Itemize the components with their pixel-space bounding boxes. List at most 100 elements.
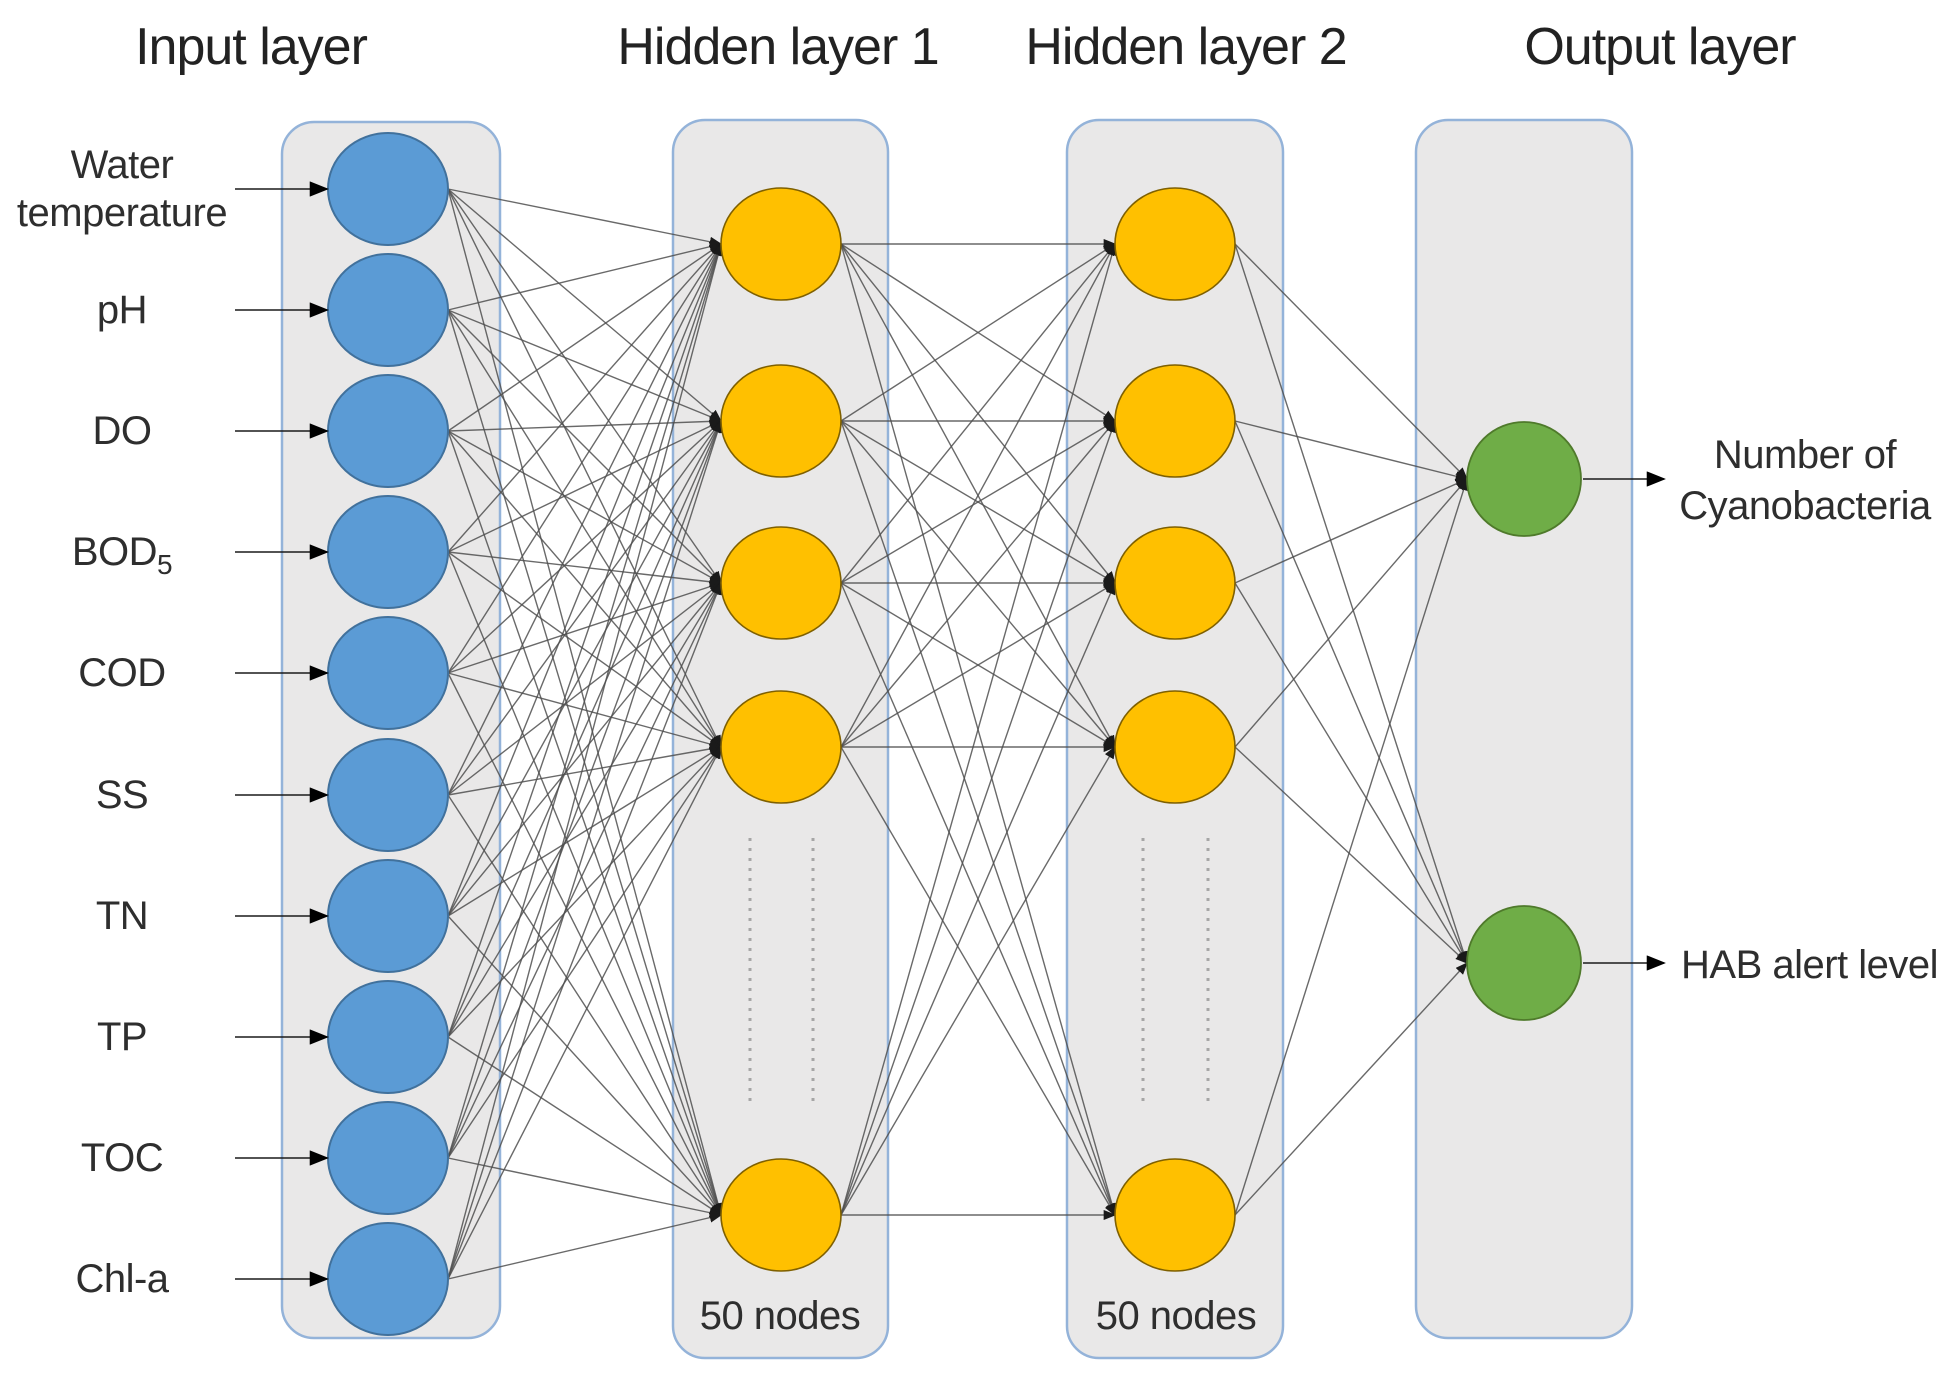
input-node-do xyxy=(327,374,449,488)
edge-hidden2-output xyxy=(1234,962,1468,1216)
edge-hidden1-hidden2 xyxy=(840,242,1116,748)
edge-input-hidden1 xyxy=(447,420,723,553)
edge-hidden2-output xyxy=(1234,243,1468,480)
edge-input-hidden1 xyxy=(447,794,722,1217)
edge-input-hidden1 xyxy=(447,743,723,796)
output-node-hab-alert-level xyxy=(1466,905,1582,1021)
edge-input-hidden1 xyxy=(447,242,723,1159)
hidden1-node-2 xyxy=(720,364,842,478)
layer-title-input-layer: Input layer xyxy=(135,18,367,76)
hidden2-node-3 xyxy=(1114,526,1236,640)
input-label-ph: pH xyxy=(97,288,147,332)
layer-title-hidden-layer-1: Hidden layer 1 xyxy=(617,18,938,76)
edge-input-hidden1 xyxy=(447,672,723,749)
input-node-ss xyxy=(327,738,449,852)
edge-input-hidden1 xyxy=(447,551,722,1217)
layer-title-output-layer: Output layer xyxy=(1524,18,1796,76)
edge-input-hidden1 xyxy=(447,416,723,432)
input-label-ss: SS xyxy=(96,773,148,817)
edge-input-hidden1 xyxy=(447,419,722,796)
edge-input-hidden1 xyxy=(447,242,722,917)
edge-input-hidden1 xyxy=(447,419,722,1159)
edge-input-hidden1 xyxy=(447,746,723,917)
input-node-chl-a xyxy=(327,1222,449,1336)
edge-hidden2-output xyxy=(1234,477,1469,1216)
edge-input-hidden1 xyxy=(447,188,722,749)
node-count-label-hidden1: 50 nodes xyxy=(700,1294,861,1338)
edge-hidden1-hidden2 xyxy=(840,420,1116,748)
hidden1-node-3 xyxy=(720,526,842,640)
edge-input-hidden1 xyxy=(447,242,723,1280)
edge-hidden1-hidden2 xyxy=(840,420,1117,584)
edge-input-hidden1 xyxy=(447,745,722,1280)
edge-input-hidden1 xyxy=(447,430,723,1217)
input-label-chl-a: Chl-a xyxy=(75,1257,169,1301)
edge-input-hidden1 xyxy=(447,242,722,674)
hidden2-node-4 xyxy=(1114,690,1236,804)
edge-input-hidden1 xyxy=(447,243,723,432)
edge-input-hidden1 xyxy=(447,581,722,1280)
input-label-do: DO xyxy=(93,409,152,453)
edge-hidden1-hidden2 xyxy=(840,582,1117,748)
input-node-water-temperature xyxy=(327,132,449,246)
edge-input-hidden1 xyxy=(447,1036,723,1216)
edge-input-hidden1 xyxy=(447,188,722,585)
edge-input-hidden1 xyxy=(447,243,722,553)
edge-input-hidden1 xyxy=(447,242,722,796)
input-node-bod xyxy=(327,495,449,609)
edge-input-hidden1 xyxy=(447,1157,723,1218)
edge-input-hidden1 xyxy=(447,430,722,748)
edge-hidden1-hidden2 xyxy=(840,243,1116,584)
edge-input-hidden1 xyxy=(447,309,723,422)
hidden2-node-1 xyxy=(1114,187,1236,301)
edge-input-hidden1 xyxy=(447,746,722,1038)
edge-input-hidden1 xyxy=(447,419,722,1038)
input-label-toc: TOC xyxy=(81,1136,163,1180)
edge-input-hidden1 xyxy=(447,420,722,674)
input-node-cod xyxy=(327,616,449,730)
edge-hidden2-output xyxy=(1234,420,1468,965)
edge-hidden1-hidden2 xyxy=(840,243,1117,422)
input-node-tn xyxy=(327,859,449,973)
output-label-hab-alert-level: HAB alert level xyxy=(1681,943,1938,987)
input-node-toc xyxy=(327,1101,449,1215)
edge-input-hidden1 xyxy=(447,551,723,748)
edge-hidden1-hidden2 xyxy=(840,242,1117,1216)
edge-hidden1-hidden2 xyxy=(840,581,1116,1216)
edge-hidden2-output xyxy=(1234,243,1469,965)
edge-input-hidden1 xyxy=(447,430,723,584)
input-label-bod: BOD5 xyxy=(72,530,172,580)
edge-hidden1-hidden2 xyxy=(840,419,1117,1216)
edge-input-hidden1 xyxy=(447,1212,723,1280)
input-label-cod: COD xyxy=(78,651,165,695)
edge-input-hidden1 xyxy=(447,582,722,917)
edge-input-hidden1 xyxy=(447,582,722,796)
edge-hidden1-hidden2 xyxy=(840,745,1116,1216)
edge-input-hidden1 xyxy=(447,419,722,917)
input-label-tn: TN xyxy=(96,894,148,938)
input-node-ph xyxy=(327,253,449,367)
edge-hidden2-output xyxy=(1234,746,1468,964)
edge-hidden2-output xyxy=(1234,478,1469,584)
edge-input-hidden1 xyxy=(447,745,722,1159)
node-count-label-hidden2: 50 nodes xyxy=(1096,1294,1257,1338)
edge-input-hidden1 xyxy=(447,672,722,1217)
layer-title-hidden-layer-2: Hidden layer 2 xyxy=(1025,18,1346,76)
hidden1-node-5 xyxy=(720,1158,842,1272)
output-layer-box xyxy=(1414,118,1634,1340)
edge-hidden2-output xyxy=(1234,478,1468,748)
hidden1-node-1 xyxy=(720,187,842,301)
hidden2-node-5 xyxy=(1114,1158,1236,1272)
edge-hidden2-output xyxy=(1234,420,1469,482)
hidden1-node-4 xyxy=(720,690,842,804)
edge-hidden2-output xyxy=(1234,582,1468,965)
edge-input-hidden1 xyxy=(447,581,723,674)
edge-input-hidden1 xyxy=(447,188,722,422)
input-node-tp xyxy=(327,980,449,1094)
edge-input-hidden1 xyxy=(447,242,723,1038)
hidden2-node-2 xyxy=(1114,364,1236,478)
